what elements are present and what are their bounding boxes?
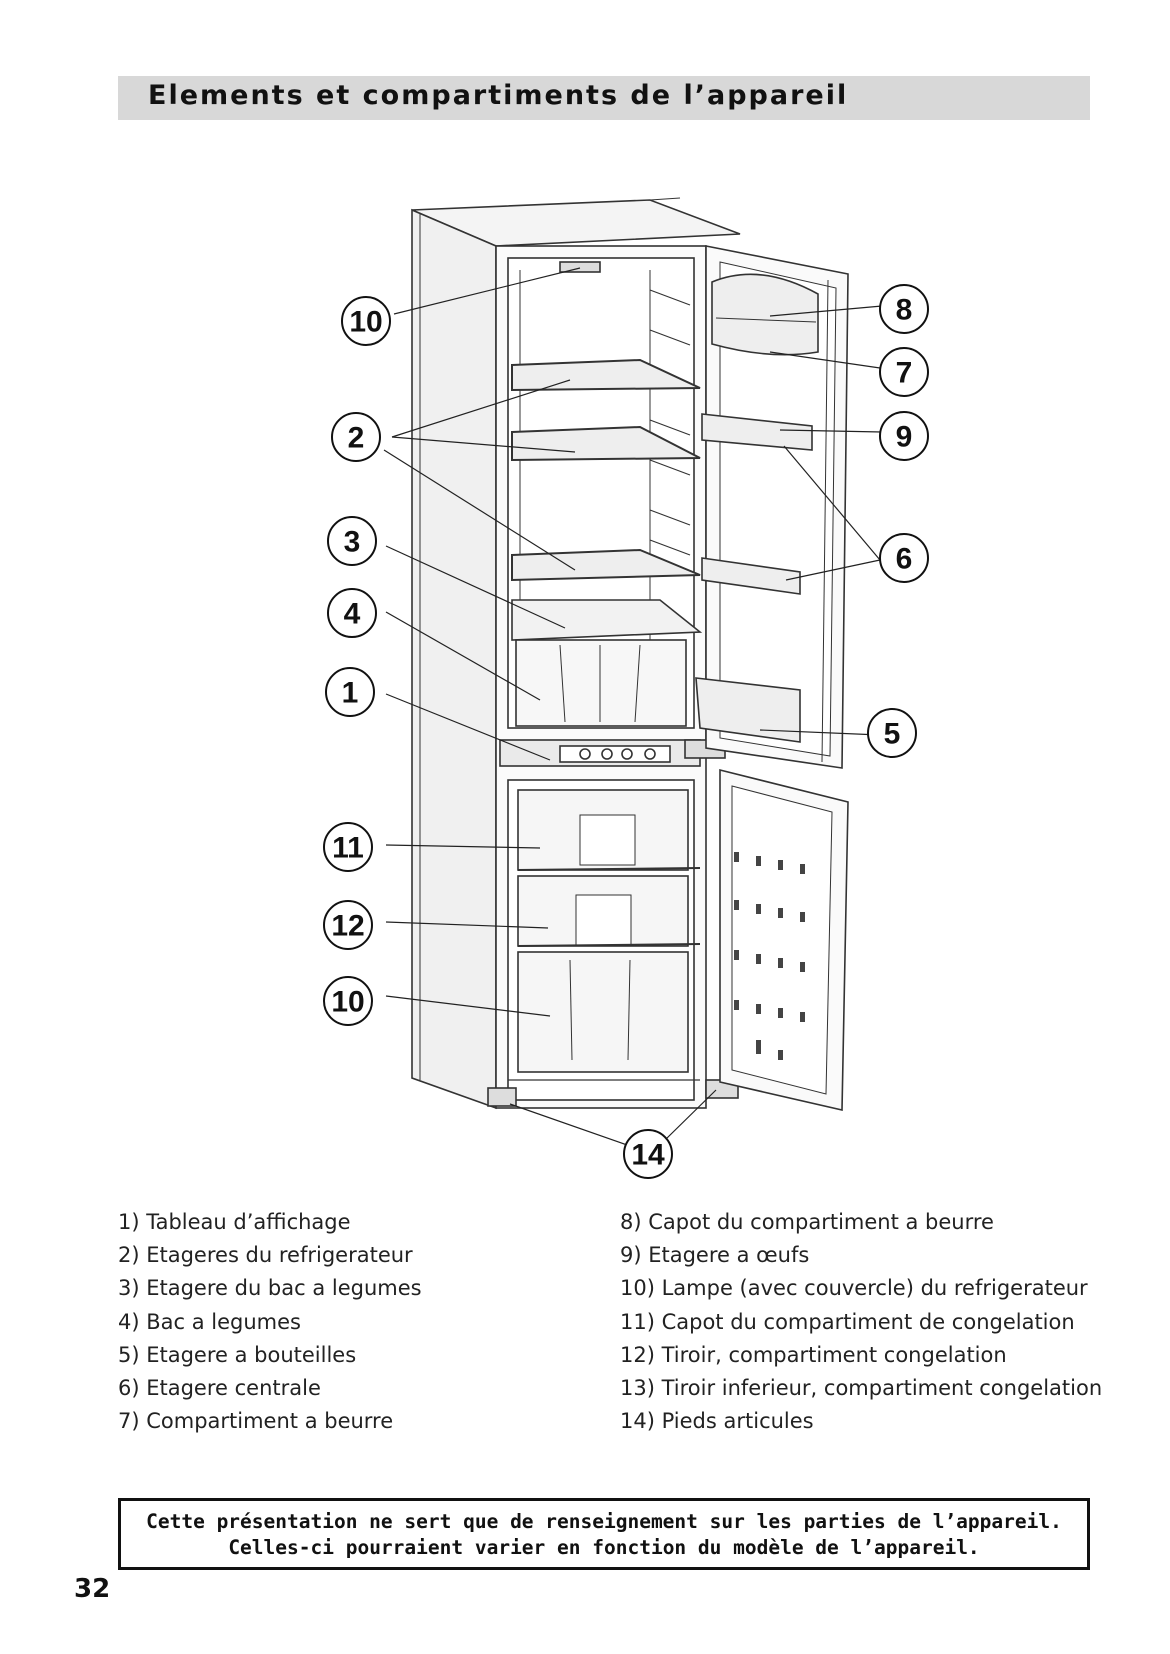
section-header-bar: Elements et compartiments de l’appareil <box>118 76 1090 120</box>
callout-12: 12 <box>331 910 364 943</box>
disclaimer-line-1: Cette présentation ne sert que de rensei… <box>146 1510 1062 1533</box>
callout-9: 9 <box>896 421 913 454</box>
disclaimer-line-2: Celles-ci pourraient varier en fonction … <box>228 1536 980 1559</box>
callout-4: 4 <box>344 598 361 631</box>
legend-item: 2) Etageres du refrigerateur <box>118 1243 413 1268</box>
callouts <box>323 284 929 1179</box>
fridge-diagram: 10 2 3 4 1 11 12 10 8 7 9 6 5 14 <box>323 197 929 1179</box>
callout-2: 2 <box>348 422 365 455</box>
legend-right-column: 8) Capot du compartiment a beurre 9) Eta… <box>620 1206 1102 1438</box>
legend-item: 3) Etagere du bac a legumes <box>118 1276 422 1301</box>
leader-lines <box>383 267 883 1147</box>
legend-item: 14) Pieds articules <box>620 1409 814 1434</box>
callout-5: 5 <box>884 718 901 751</box>
legend-item: 8) Capot du compartiment a beurre <box>620 1210 994 1234</box>
legend-item: 4) Bac a legumes <box>118 1309 301 1334</box>
callout-3: 3 <box>344 526 361 559</box>
legend-item: 5) Etagere a bouteilles <box>118 1342 357 1367</box>
legend-left-column: 1) Tableau d’affichage 2) Etageres du re… <box>118 1206 422 1438</box>
callout-14: 14 <box>631 1139 665 1172</box>
legend-item: 1) Tableau d’affichage <box>118 1210 351 1234</box>
section-title: Elements et compartiments de l’appareil <box>148 80 849 111</box>
callout-6: 6 <box>896 543 913 576</box>
legend-item: 6) Etagere centrale <box>118 1376 321 1401</box>
legend-item: 10) Lampe (avec couvercle) du refrigerat… <box>620 1276 1088 1301</box>
legend-item: 13) Tiroir inferieur, compartiment conge… <box>620 1376 1103 1401</box>
legend-item: 9) Etagere a œufs <box>620 1243 810 1268</box>
callout-7: 7 <box>896 357 913 390</box>
callout-11: 11 <box>332 832 364 865</box>
fridge-drawing <box>411 197 849 1111</box>
legend-item: 11) Capot du compartiment de congelation <box>620 1309 1075 1334</box>
callout-1: 1 <box>342 677 359 710</box>
callout-10-top: 10 <box>349 306 382 339</box>
disclaimer-box: Cette présentation ne sert que de rensei… <box>118 1498 1090 1570</box>
legend-item: 7) Compartiment a beurre <box>118 1409 394 1434</box>
callout-10-bottom: 10 <box>331 986 364 1019</box>
page-number: 32 <box>74 1574 111 1604</box>
callout-8: 8 <box>896 294 913 327</box>
legend-item: 12) Tiroir, compartiment congelation <box>620 1342 1007 1367</box>
